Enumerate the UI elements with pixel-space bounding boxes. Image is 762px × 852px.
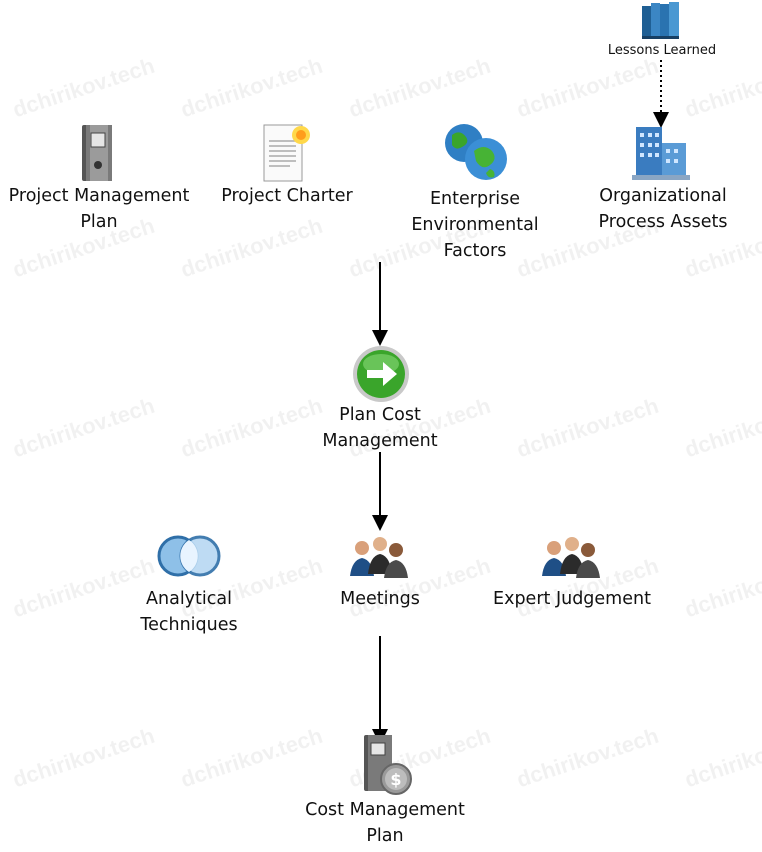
label-organizational-process-assets: Organizational Process Assets [588, 183, 738, 235]
books-icon [640, 0, 682, 40]
label-project-management-plan: Project Management Plan [0, 183, 198, 235]
label-line: Enterprise [429, 189, 521, 209]
label-plan-cost-management: Plan Cost Management [300, 402, 460, 454]
label-line: Factors [443, 241, 507, 261]
label-line: Plan [366, 826, 404, 846]
label-line: Project Management [8, 186, 190, 206]
label-line: Environmental [411, 215, 539, 235]
people-icon [346, 532, 412, 580]
svg-text:$: $ [390, 770, 401, 789]
green-arrow-icon [351, 344, 411, 404]
buildings-icon [630, 121, 692, 183]
label-lessons-learned: Lessons Learned [607, 43, 717, 58]
label-line: Management [322, 431, 438, 451]
label-line: Plan Cost [339, 405, 421, 425]
label-line: Techniques [140, 615, 238, 635]
binder-icon [78, 121, 118, 183]
binder-dollar-icon: $ [360, 733, 414, 797]
label-analytical-techniques: Analytical Techniques [114, 586, 264, 638]
label-line: Process Assets [598, 212, 728, 232]
people-icon [538, 532, 604, 580]
label-enterprise-environmental-factors: Enterprise Environmental Factors [400, 186, 550, 264]
label-line: Cost Management [305, 800, 465, 820]
label-project-charter: Project Charter [221, 186, 353, 206]
label-line: Organizational [599, 186, 727, 206]
label-meetings: Meetings [340, 589, 420, 609]
label-line: Plan [80, 212, 118, 232]
document-icon [260, 121, 314, 185]
label-cost-management-plan: Cost Management Plan [290, 797, 480, 849]
label-line: Analytical [146, 589, 232, 609]
globes-icon [440, 121, 510, 183]
venn-icon [156, 532, 222, 580]
label-expert-judgement: Expert Judgement [493, 589, 651, 609]
